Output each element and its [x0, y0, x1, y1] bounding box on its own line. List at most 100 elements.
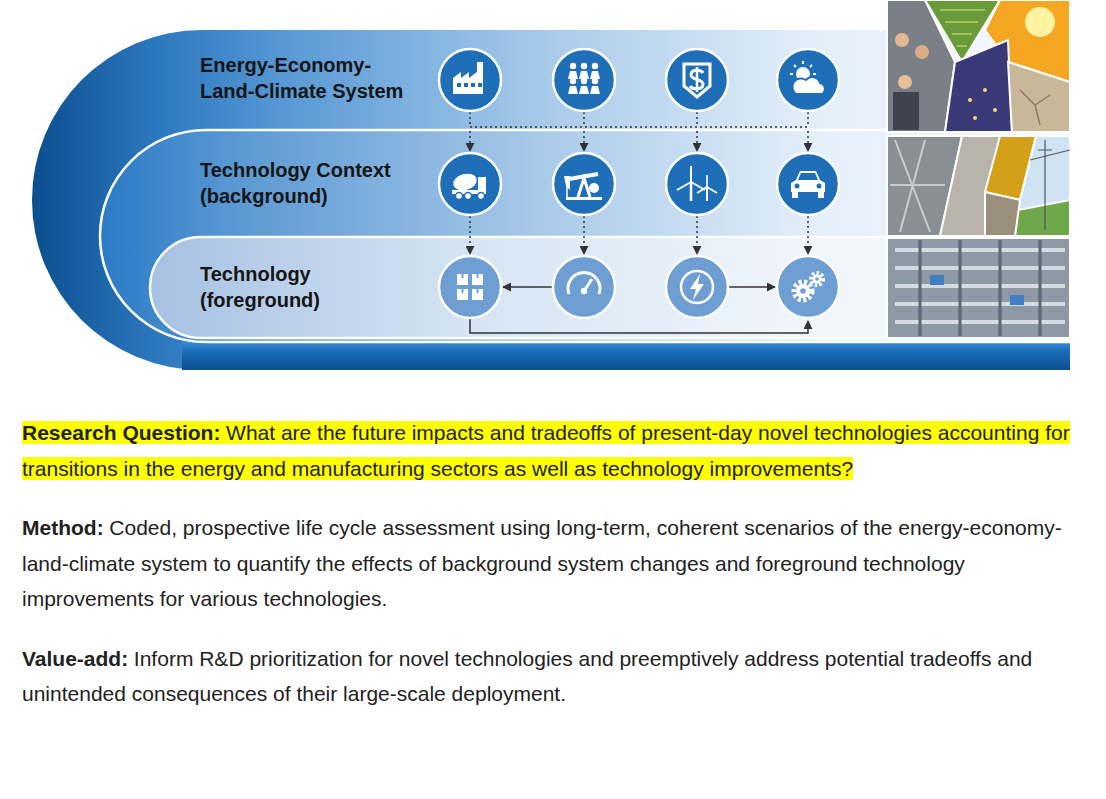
dotted-links-part: [807, 112, 809, 127]
factory-icon-part: [457, 83, 461, 87]
photo-collage-part: [968, 98, 972, 102]
wind-turbine-icon-part: [690, 166, 692, 182]
dotted-links-part: [583, 216, 585, 254]
photo-collage-part: [898, 75, 912, 89]
lightning-icon-part: [690, 274, 704, 300]
dotted-links: [470, 112, 808, 254]
weather-icon: [777, 49, 839, 111]
pumpjack-icon-part: [578, 178, 590, 197]
factory-icon-part: [478, 83, 482, 87]
dotted-links-part: [470, 126, 808, 128]
wind-turbine-icon-part: [697, 187, 707, 193]
dotted-links-part: [583, 112, 585, 127]
pumpjack-icon-part: [569, 174, 598, 179]
photo-collage-part: [1008, 62, 1070, 132]
people-icon: [553, 49, 615, 111]
gears-icon-part: [794, 282, 812, 300]
photo-collage: [887, 0, 1070, 338]
gears-icon-part: [813, 275, 822, 284]
boxes-icon-part: [462, 289, 464, 293]
dotted-links-part: [696, 216, 698, 254]
dotted-links-part: [807, 131, 809, 151]
section-heading: Research Question:: [22, 421, 226, 444]
people-icon-part: [590, 86, 600, 94]
factory-icon-part: [453, 62, 483, 94]
wind-turbine-icon-part: [707, 187, 717, 193]
truck-icon-part: [465, 193, 472, 200]
weather-icon-part-part: [794, 65, 796, 67]
gauge-icon-part: [568, 272, 600, 294]
boxes-icon-part: [472, 274, 483, 285]
band-outline: [150, 237, 1070, 338]
boxes-icon-part: [457, 289, 468, 300]
photo-collage-part: [920, 240, 1040, 336]
pumpjack-icon: [553, 153, 615, 215]
factory-icon-part: [439, 49, 501, 111]
truck-icon-part: [456, 193, 463, 200]
boxes-icon: [439, 256, 501, 318]
dotted-links-part: [696, 131, 698, 151]
people-icon-part: [581, 63, 587, 69]
weather-icon-part: [777, 49, 839, 111]
photo-collage-part: [893, 92, 919, 130]
band-label: Technology Context (background): [200, 157, 415, 209]
dotted-links-part: [583, 131, 585, 151]
pumpjack-icon-part: [589, 183, 599, 193]
wind-turbine-icon-part: [706, 187, 708, 201]
lightning-icon: [666, 256, 728, 318]
weather-icon-part: [792, 77, 824, 94]
photo-collage-part: [940, 10, 985, 46]
photo-collage-part: [1020, 90, 1050, 125]
people-icon-part: [592, 63, 598, 69]
gauge-icon: [553, 256, 615, 318]
pumpjack-icon-part: [566, 186, 568, 197]
dotted-links-part: [469, 131, 471, 151]
photo-collage-part: [993, 108, 997, 112]
dotted-links-part: [696, 112, 698, 127]
photo-collage-part: [915, 45, 929, 59]
pumpjack-icon-part: [566, 197, 602, 200]
people-icon-part: [570, 63, 576, 69]
band-fill: [100, 130, 1070, 342]
money-icon: [666, 49, 728, 111]
gears-icon: [777, 256, 839, 318]
boxes-icon-part: [439, 256, 501, 318]
photo-collage-part: [945, 40, 1012, 132]
weather-icon-part-part: [810, 65, 812, 67]
band-label: Energy-Economy-Land-Climate System: [200, 52, 415, 104]
band-label: Technology (foreground): [200, 261, 415, 313]
foreground-links-part: [728, 286, 775, 288]
wind-turbine-icon-part: [690, 182, 693, 201]
people-icon-part: [568, 86, 578, 94]
gears-icon-part: [815, 277, 819, 281]
section-heading: Method:: [22, 516, 109, 539]
text-section: Research Question:What are the future im…: [22, 415, 1098, 736]
boxes-icon-part: [457, 274, 468, 285]
factory-icon: [439, 49, 501, 111]
photo-collage-part: [887, 238, 1070, 338]
photo-collage-part: [985, 192, 1020, 236]
section-text: Coded, prospective life cycle assessment…: [22, 516, 1062, 610]
photo-collage-part: [930, 275, 944, 285]
photo-collage-part: [973, 116, 977, 120]
photo-collage-part: [1015, 136, 1070, 236]
money-icon-part: [684, 64, 710, 97]
people-icon-part: [553, 49, 615, 111]
truck-icon-part: [451, 171, 478, 193]
money-icon-part: [696, 67, 699, 92]
text-paragraph: Research Question:What are the future im…: [22, 415, 1098, 486]
gears-icon-part: [796, 284, 810, 298]
wind-turbine-icon-part: [677, 182, 691, 190]
wind-turbine-icon-part: [706, 175, 708, 187]
gauge-icon-part: [581, 288, 587, 294]
gauge-icon-part: [553, 256, 615, 318]
photo-collage-part: [1025, 7, 1055, 37]
factory-icon-part: [471, 83, 475, 87]
people-icon-part: [579, 86, 589, 94]
text-paragraph: Method:Coded, prospective life cycle ass…: [22, 510, 1098, 617]
boxes-icon-part: [472, 289, 483, 300]
lightning-icon-part: [666, 256, 728, 318]
foreground-links-part: [470, 319, 808, 333]
car-icon: [777, 153, 839, 215]
car-icon-part: [795, 184, 800, 189]
